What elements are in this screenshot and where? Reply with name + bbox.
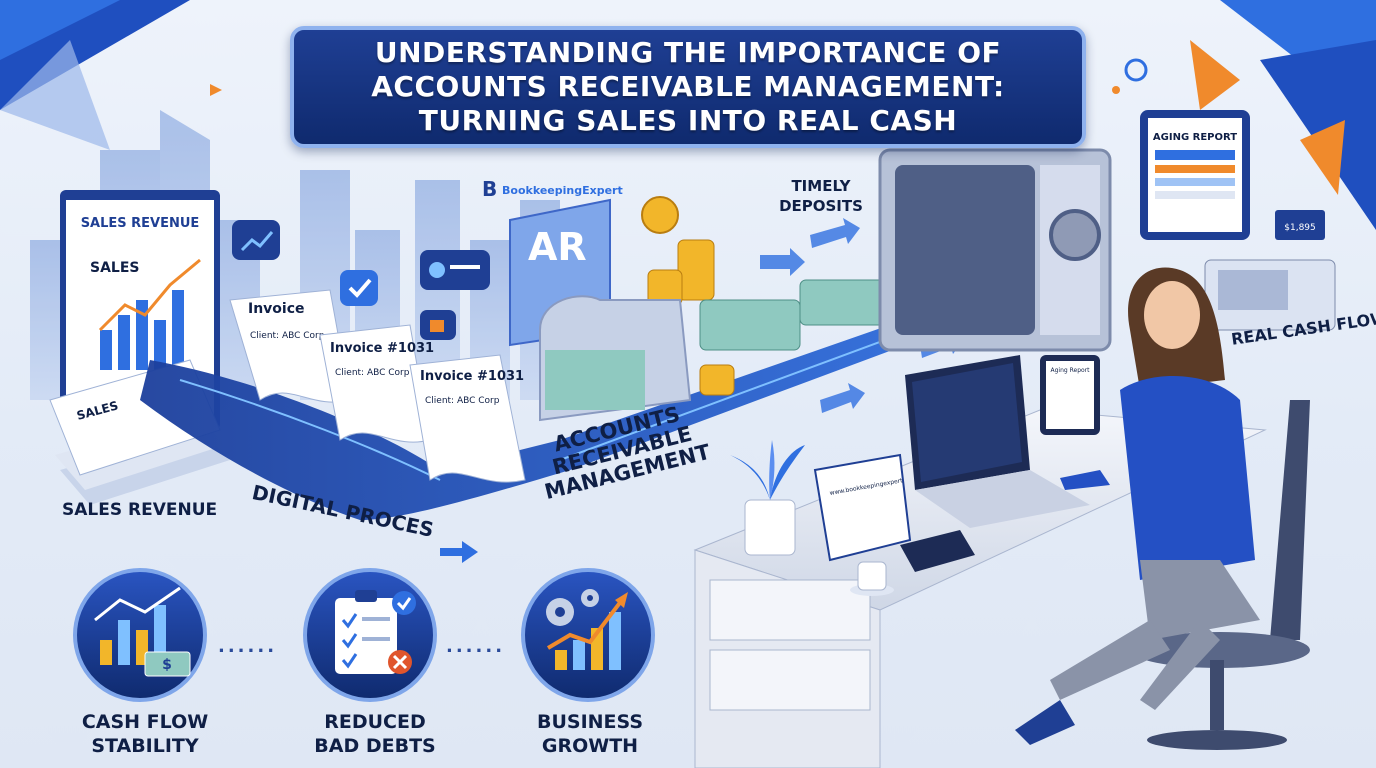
corner-decoration-left	[0, 0, 190, 150]
cash-register: $1,895	[1204, 210, 1336, 331]
corner-decoration-right	[210, 0, 1376, 230]
bar-chart-money-icon: $	[94, 586, 191, 677]
checklist-icon	[335, 590, 416, 674]
aging-report-title: AGING REPORT	[1153, 132, 1237, 143]
calculator	[900, 530, 975, 572]
notification-bubbles	[232, 220, 490, 340]
vault-safe	[878, 148, 1112, 352]
thumbs-up-icon	[430, 320, 444, 332]
ar-screen-text: AR	[528, 225, 587, 269]
checkmark-icon	[348, 278, 372, 298]
title-banner: UNDERSTANDING THE IMPORTANCE OF ACCOUNTS…	[290, 26, 1086, 148]
svg-text:$: $	[162, 657, 172, 673]
title-line-1: UNDERSTANDING THE IMPORTANCE OF	[374, 36, 1002, 69]
tablet: Aging Report	[1040, 355, 1100, 435]
invoice-2-client: Client: ABC Corp	[335, 368, 410, 378]
separator-dots-2: ......	[446, 636, 506, 657]
benefit-cash-flow-stability: $	[73, 568, 207, 702]
register-display: $1,895	[1284, 223, 1316, 233]
invoice-1-title: Invoice	[248, 301, 305, 317]
benefit-reduced-bad-debts	[303, 568, 437, 702]
potted-plant	[730, 440, 805, 556]
benefit-business-growth-label: BUSINESS GROWTH	[505, 710, 675, 758]
laptop	[905, 355, 1090, 528]
timely-deposits-line-1: TIMELY	[791, 177, 851, 195]
svg-text:B: B	[482, 177, 497, 201]
benefit-business-growth	[521, 568, 655, 702]
coffee-cup	[850, 561, 894, 596]
benefit-2-line-2: BAD DEBTS	[314, 735, 436, 757]
title-line-3: TURNING SALES INTO REAL CASH	[418, 104, 958, 137]
coin-stack	[641, 196, 735, 396]
sales-board-heading: SALES REVENUE	[81, 216, 200, 231]
sales-board-chart-label: SALES	[90, 260, 140, 276]
user-icon	[429, 262, 445, 278]
benefit-3-line-2: GROWTH	[541, 735, 639, 757]
invoice-1-client: Client: ABC Corp	[250, 331, 325, 341]
timely-deposits-line-2: DEPOSITS	[779, 197, 863, 215]
benefit-reduced-bad-debts-label: REDUCED BAD DEBTS	[290, 710, 460, 758]
benefit-3-line-1: BUSINESS	[536, 711, 644, 733]
gears-growth-icon	[546, 589, 628, 670]
invoice-documents: Invoice Client: ABC Corp Invoice #1031 C…	[229, 289, 526, 483]
invoice-3: Invoice #1031 Client: ABC Corp	[409, 354, 526, 483]
desk-calendar: www.bookkeepingexpert	[813, 453, 912, 562]
sales-bar-chart-icon	[98, 258, 201, 370]
benefit-cash-flow-stability-label: CASH FLOW STABILITY	[60, 710, 230, 758]
tablet-heading: Aging Report	[1051, 367, 1091, 374]
benefit-2-line-1: REDUCED	[324, 711, 426, 733]
title-line-2: ACCOUNTS RECEIVABLE MANAGEMENT:	[371, 70, 1005, 103]
processing-machine	[539, 295, 692, 422]
invoice-3-client: Client: ABC Corp	[425, 396, 500, 406]
safe-dial-icon	[1049, 209, 1101, 261]
brand-logo: B BookkeepingExpert	[482, 177, 623, 201]
separator-dots-1: ......	[218, 636, 278, 657]
invoice-3-title: Invoice #1031	[420, 369, 524, 384]
trend-line-icon	[240, 231, 274, 252]
invoice-2-title: Invoice #1031	[330, 341, 434, 356]
timely-deposits-label: TIMELY DEPOSITS	[766, 176, 876, 216]
invoice-1: Invoice Client: ABC Corp	[229, 289, 351, 403]
brand-name: BookkeepingExpert	[502, 184, 623, 197]
aging-report-clipboard: AGING REPORT	[1140, 110, 1250, 240]
invoice-2: Invoice #1031 Client: ABC Corp	[319, 324, 434, 443]
businesswoman	[1015, 267, 1260, 745]
benefit-1-line-1: CASH FLOW	[81, 711, 209, 733]
benefit-1-line-2: STABILITY	[91, 735, 199, 757]
sales-revenue-label: SALES REVENUE	[62, 500, 218, 520]
